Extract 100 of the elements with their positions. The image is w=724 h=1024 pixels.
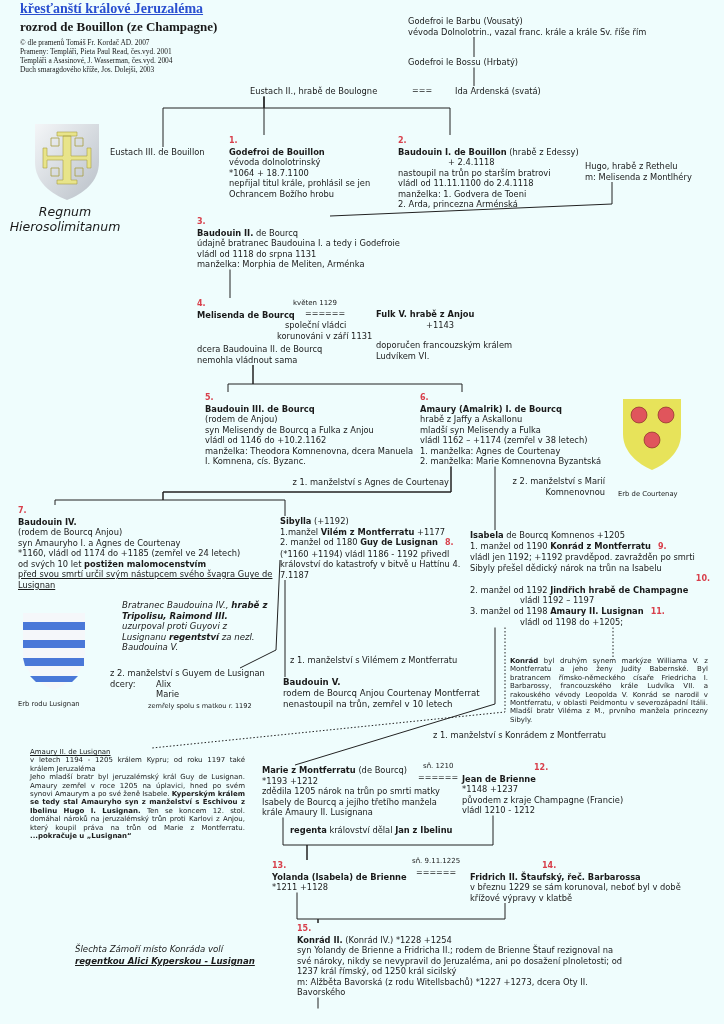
entry-text: vládl jen 1192; +1192 pravděpod. zavražděn po smrti Sibyly přešel dědický nárok na trůn na Isabelu xyxy=(470,552,695,573)
entry-number: 5. xyxy=(205,393,214,402)
entry-number: 15. xyxy=(297,924,312,933)
entry-number: 2. xyxy=(398,136,407,145)
entry-text: dcery: xyxy=(110,678,136,689)
entry-text: m: Alžběta Bavorská (z rodu Witellsbachů) *1227 +1273, dcera Oty II. Bavorského xyxy=(297,976,588,997)
entry-text: mladší syn Melisendy a Fulka xyxy=(420,424,541,435)
entry-text: rodem de Bourcq Anjou Courtenay Montferrat nenastoupil na trůn, zemřel v 10 letech xyxy=(283,687,480,709)
entry-number: 6. xyxy=(420,393,429,402)
family-line xyxy=(473,67,475,87)
person-name: Godefroi de Bouillon xyxy=(229,146,325,157)
entry-text: před svou smrtí určil svým nástupcem svého švagra Guye de Lusignan xyxy=(18,569,273,590)
family-line xyxy=(263,96,451,136)
entry-text: *1064 + 18.7.1100 xyxy=(229,167,309,178)
entry-number: 13. xyxy=(272,861,287,870)
entry-text: 2. manžel od 1192 Jindřich hrabě de Champagne xyxy=(470,584,689,595)
entry-text: nemohla vládnout sama xyxy=(197,354,298,365)
entry-text: manželka: Theodora Komnenovna, dcera Manuela I. Komnena, cís. Byzanc. xyxy=(205,445,414,466)
entry-text: Marie xyxy=(156,689,180,699)
marriage-sign: === xyxy=(412,86,433,97)
family-line xyxy=(239,559,281,669)
marriage-sign: ====== xyxy=(416,868,457,879)
entry-number: 3. xyxy=(197,217,206,226)
note-text: rozrod de Bouillon (ze Champagne) xyxy=(20,22,218,33)
entry-text: 1. manžel od 1190 Konrád z Montferratu xyxy=(470,540,651,551)
marriage-sign: ====== xyxy=(418,773,459,784)
entry-text: 3. manžel od 1198 Amaury II. Lusignan xyxy=(470,605,644,616)
entry-number: 1. xyxy=(229,136,238,145)
dotted-connector-line xyxy=(151,627,506,749)
entry-text: Eustach III. de Bouillon xyxy=(110,147,205,157)
person-name: Baudouin V. xyxy=(283,677,341,687)
entry-text: vévoda Dolnolotrin., vazal franc. krále a krále Sv. říše řím xyxy=(408,26,647,37)
entry-text: 2. manžel od 1180 Guy de Lusignan xyxy=(280,537,438,547)
entry-text: Godefroi le Bossu (Hrbatý) xyxy=(408,57,519,67)
entry-number: 8. xyxy=(444,538,454,547)
family-line xyxy=(284,579,286,678)
entry-text: vévoda dolnolotrinský xyxy=(229,157,321,167)
entry-text: původem z kraje Champagne (Francie) xyxy=(462,794,624,805)
entry-text: 1.manžel Vilém z Montferratu +1177 xyxy=(280,526,446,537)
entry-text: nepřijal titul krále, prohlásil se jen Ochrancem Božího hrobu xyxy=(229,178,371,199)
entry-text: 1. manželka: Agnes de Courtenay xyxy=(420,445,561,456)
family-line xyxy=(473,36,475,58)
family-line xyxy=(329,181,613,217)
family-line xyxy=(229,269,231,299)
entry-text: Alix xyxy=(156,678,172,689)
entry-text: 2. manželka: Marie Komnenovna Byzantská xyxy=(420,456,601,466)
family-line xyxy=(317,997,319,1009)
entry-text: (rodem de Anjou) xyxy=(205,414,278,424)
entry-number: 4. xyxy=(197,299,206,308)
entry-text: Baudouin II. de Bourcq xyxy=(197,227,299,238)
edge-label: z 1. manželství s Vilémem z Montferratu xyxy=(289,655,459,666)
entry-text: (*1160 +1194) vládl 1186 - 1192 přivedl království do katastrofy v bitvě u Hattínu 4. 7.1187 xyxy=(280,548,461,580)
entry-text: (rodem de Bourcq Anjou) xyxy=(18,527,123,537)
entry-text: z 2. manželství s Guyem de Lusignan xyxy=(110,668,265,678)
family-line xyxy=(306,815,494,861)
family-line xyxy=(162,466,452,517)
entry-text: +1143 xyxy=(426,319,455,330)
entry-text: dcera Baudouina II. de Bourcq xyxy=(197,344,323,354)
entry-text: v březnu 1229 se sám korunoval, neboť byl v době křížové výpravy v klatbě xyxy=(470,882,681,903)
family-line xyxy=(494,466,496,531)
entry-text: + 2.4.1118 xyxy=(448,157,495,167)
family-line xyxy=(317,902,506,924)
entry-text: *1211 +1128 xyxy=(272,882,328,892)
entry-text: vládl od 1198 do +1205; xyxy=(520,617,624,627)
dotted-connector-line xyxy=(612,627,614,658)
entry-text: údajně bratranec Baudouina I. a tedy i Godefroie xyxy=(197,238,400,248)
edge-label: z 1. manželství s Konrádem z Montferratu xyxy=(432,730,608,741)
person-name: Melisenda de Bourcq xyxy=(197,309,295,320)
entry-text: nastoupil na trůn po starším bratrovi xyxy=(398,167,551,178)
entry-text: Godefroi le Barbu (Vousatý) xyxy=(408,16,523,26)
entry-text: doporučen francouzským králem Ludvíkem VI. xyxy=(376,340,513,361)
entry-text: vládl 1162 – +1174 (zemřel v 38 letech) xyxy=(420,435,588,445)
family-line xyxy=(252,364,463,393)
entry-text: Bratranec Baudouina IV., hrabě z Tripolisu, Raimond III. uzurpoval proti Guyovi z Lusignanu regentství za nezl. Baudouina V. xyxy=(122,600,268,653)
person-name: Baudouin III. de Bourcq xyxy=(205,403,315,414)
person-name: Yolanda (Isabela) de Brienne xyxy=(272,871,407,882)
person-name: Jean de Brienne xyxy=(462,773,536,784)
entry-number: 10. xyxy=(695,574,710,583)
entry-text: vládl 1210 - 1212 xyxy=(462,805,535,815)
entry-text: manželka: Morphia de Meliten, Arménka xyxy=(197,259,365,269)
entry-text: *1148 +1237 xyxy=(462,784,518,794)
entry-text: m: Melisenda z Montlhéry xyxy=(585,171,692,182)
diagram-title: křesťanští králové Jeruzaléma xyxy=(20,4,204,15)
note-text: společní vládci xyxy=(285,320,347,331)
entry-text: vládl od 1118 do srpna 1131 xyxy=(197,248,317,259)
entry-number: 7. xyxy=(18,506,27,515)
entry-text: Konrád II. (Konrád IV.) *1228 +1254 xyxy=(297,934,452,945)
entry-text: Sibylla (+1192) xyxy=(280,516,349,526)
marriage-sign: ====== xyxy=(305,309,346,320)
person-name: Baudouin IV. xyxy=(18,516,77,527)
entry-text: Baudouin I. de Bouillon (hrabě z Edessy) xyxy=(398,146,579,157)
entry-number: 11. xyxy=(650,606,665,616)
entry-number: 9. xyxy=(658,541,667,551)
note-text: Regnum Hierosolimitanum xyxy=(8,204,122,234)
entry-text: manželka: 1. Godvera de Toeni xyxy=(398,188,527,199)
entry-text: syn Melisendy de Bourcq a Fulka z Anjou xyxy=(205,424,374,435)
entry-text: zdědila 1205 nárok na trůn po smrti matky Isabely de Bourcq a jejího třetího manžela krále Amaury II. Lusignana xyxy=(262,786,440,817)
entry-text: Isabela de Bourcq Komnenos +1205 xyxy=(470,530,625,540)
entry-text: Marie z Montferratu (de Bourcq) xyxy=(262,765,407,775)
entry-number: 14. xyxy=(542,861,557,870)
